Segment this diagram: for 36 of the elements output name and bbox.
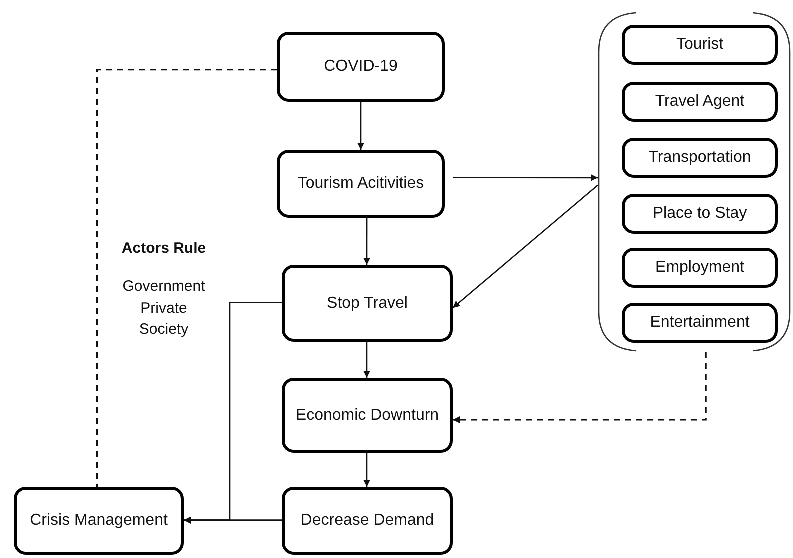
process-box xyxy=(277,150,445,218)
box-label: Travel Agent xyxy=(655,92,745,112)
box-label: Crisis Management xyxy=(30,511,168,532)
process-box xyxy=(282,265,453,342)
box-label: Tourism Acitivities xyxy=(298,174,424,194)
process-box xyxy=(277,32,445,102)
process-box xyxy=(622,138,778,178)
process-box xyxy=(622,303,778,343)
process-box xyxy=(622,248,778,288)
process-box xyxy=(14,487,184,555)
box-label: Transportation xyxy=(648,148,752,168)
box-label: Entertainment xyxy=(650,313,750,334)
arrow xyxy=(363,453,370,487)
box-label: Decrease Demand xyxy=(300,511,434,532)
arrow xyxy=(364,218,370,265)
actor-label: Private xyxy=(140,298,188,318)
box-label: Stop Travel xyxy=(327,294,408,314)
arrow xyxy=(184,516,282,524)
arrow xyxy=(453,174,598,182)
process-box xyxy=(622,194,778,234)
box-label: Employment xyxy=(656,258,744,278)
arrow xyxy=(358,102,364,150)
process-box xyxy=(622,82,778,122)
actor-label: Society xyxy=(139,320,189,340)
group-heading: Actors Rule xyxy=(122,239,206,259)
actor-label: Government xyxy=(122,276,206,297)
arrow xyxy=(452,184,598,309)
box-label: Place to Stay xyxy=(652,204,748,224)
box-label: Tourist xyxy=(676,35,724,56)
arrow xyxy=(363,342,370,378)
box-label: Economic Downturn xyxy=(296,406,440,426)
process-box xyxy=(282,487,453,555)
arrow xyxy=(453,352,707,424)
box-label: COVID-19 xyxy=(324,57,398,78)
process-box xyxy=(282,378,453,453)
process-box xyxy=(622,25,778,65)
